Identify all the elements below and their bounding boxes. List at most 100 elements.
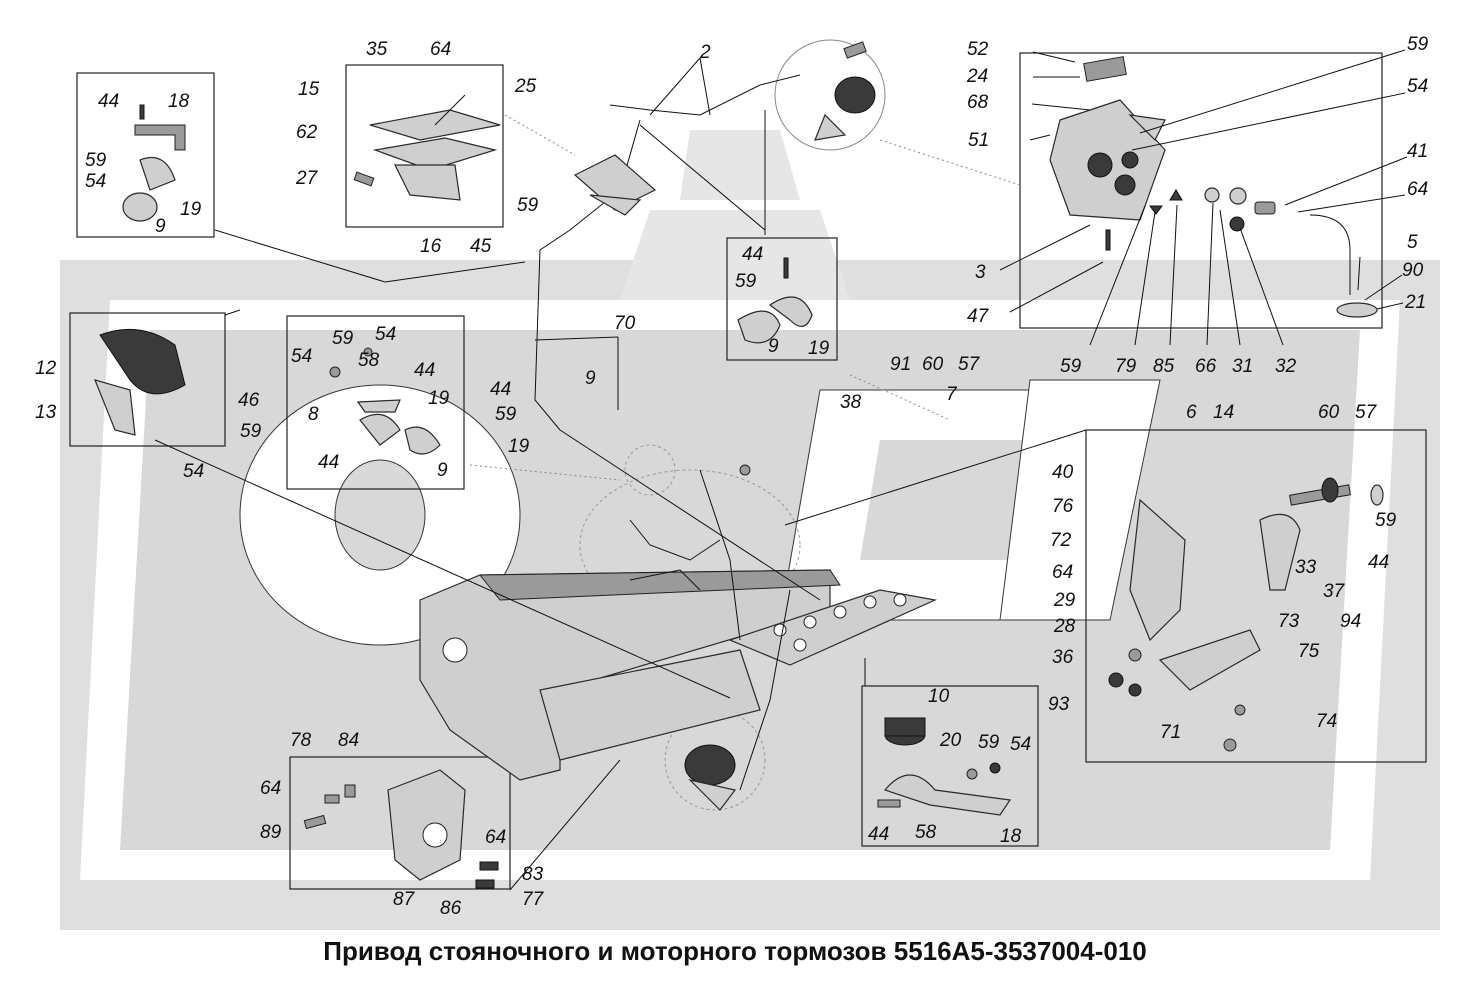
callout-l-m-58: 58 bbox=[358, 350, 380, 371]
mechanism-linkage bbox=[629, 464, 751, 591]
callout-l-60a: 60 bbox=[922, 354, 944, 375]
callout-l-36: 36 bbox=[1052, 647, 1074, 668]
callout-l-64f: 64 bbox=[1052, 562, 1073, 583]
callout-l-m-54b: 54 bbox=[291, 346, 312, 367]
leader-lines bbox=[154, 49, 1408, 891]
callout-l-75: 75 bbox=[1298, 641, 1320, 662]
pedal-platform bbox=[728, 589, 938, 666]
callout-l-93: 93 bbox=[1048, 694, 1070, 715]
callout-l-10: 10 bbox=[928, 686, 950, 707]
callout-l-79: 79 bbox=[1115, 356, 1137, 377]
callout-l-20: 20 bbox=[939, 730, 962, 751]
callout-l-51: 51 bbox=[968, 130, 989, 151]
inset-box-pedal-cover bbox=[69, 312, 226, 447]
callout-l-21: 21 bbox=[1404, 292, 1426, 313]
callout-l-m-9: 9 bbox=[437, 460, 448, 481]
callout-l-54b: 54 bbox=[1407, 76, 1428, 97]
callout-l-89: 89 bbox=[260, 822, 282, 843]
callout-l-73: 73 bbox=[1278, 611, 1300, 632]
callout-l-33: 33 bbox=[1295, 557, 1317, 578]
callout-l-mc-59: 59 bbox=[735, 271, 757, 292]
inset-box-lever bbox=[345, 64, 504, 228]
callout-l-37: 37 bbox=[1323, 581, 1346, 602]
pedal-cover-parts bbox=[93, 328, 186, 436]
callout-l-tl-44: 44 bbox=[98, 91, 119, 112]
callout-l-46: 46 bbox=[238, 390, 260, 411]
lever-assembly bbox=[353, 94, 501, 201]
callout-l-64g: 64 bbox=[260, 778, 281, 799]
callout-l-87: 87 bbox=[393, 889, 416, 910]
callout-l-59d: 59 bbox=[240, 421, 262, 442]
callout-l-m-54a: 54 bbox=[375, 324, 396, 345]
callout-l-59f: 59 bbox=[1375, 510, 1397, 531]
callout-l-mc-9: 9 bbox=[768, 336, 779, 357]
bottom-clamp-parts bbox=[877, 717, 1012, 816]
callout-l-15: 15 bbox=[298, 79, 320, 100]
callout-l-tl-19: 19 bbox=[180, 199, 202, 220]
callout-l-59a: 59 bbox=[517, 195, 539, 216]
callout-l-32: 32 bbox=[1275, 356, 1297, 377]
callout-l-57a: 57 bbox=[958, 354, 981, 375]
callout-l-m-44a: 44 bbox=[414, 360, 435, 381]
callout-l-mc-44: 44 bbox=[742, 244, 763, 265]
callout-l-b-59: 59 bbox=[978, 732, 1000, 753]
callout-l-70: 70 bbox=[614, 313, 636, 334]
callout-l-71: 71 bbox=[1160, 722, 1181, 743]
callout-l-12: 12 bbox=[35, 358, 57, 379]
callout-l-24: 24 bbox=[966, 66, 988, 87]
inset-box-clamp-bottom bbox=[861, 685, 1039, 847]
callout-l-40: 40 bbox=[1052, 462, 1074, 483]
callout-l-83: 83 bbox=[522, 864, 544, 885]
inset-box-top-left bbox=[76, 72, 215, 238]
callout-l-44e: 44 bbox=[490, 379, 511, 400]
callout-l-54d: 54 bbox=[183, 461, 204, 482]
callout-l-29: 29 bbox=[1053, 590, 1076, 611]
inset-box-valve bbox=[1019, 52, 1383, 329]
callout-l-2: 2 bbox=[699, 42, 711, 63]
bracket-left-parts bbox=[329, 347, 441, 455]
callout-l-52: 52 bbox=[967, 39, 989, 60]
inset-box-engine-brake bbox=[1085, 429, 1427, 763]
callout-l-28: 28 bbox=[1053, 616, 1076, 637]
callout-l-60b: 60 bbox=[1318, 402, 1340, 423]
callout-l-14: 14 bbox=[1213, 402, 1234, 423]
callout-l-13: 13 bbox=[35, 402, 57, 423]
callout-l-62: 62 bbox=[296, 122, 318, 143]
callout-l-72: 72 bbox=[1050, 530, 1072, 551]
callout-l-25: 25 bbox=[514, 76, 537, 97]
callout-l-9e: 9 bbox=[585, 368, 596, 389]
inset-box-clamp bbox=[726, 237, 838, 361]
engine-brake-cylinder bbox=[684, 744, 737, 811]
callout-l-tl-9: 9 bbox=[155, 216, 166, 237]
callout-l-59c: 59 bbox=[1060, 356, 1082, 377]
callout-l-74: 74 bbox=[1316, 711, 1337, 732]
callout-l-mc-19: 19 bbox=[808, 338, 830, 359]
callout-l-59e: 59 bbox=[495, 404, 517, 425]
callout-l-27: 27 bbox=[295, 168, 319, 189]
inset-box-bracket-bottom bbox=[289, 756, 511, 890]
callout-l-7: 7 bbox=[946, 384, 958, 405]
callout-l-66: 66 bbox=[1195, 356, 1217, 377]
callout-l-tl-59: 59 bbox=[85, 150, 107, 171]
callout-l-57b: 57 bbox=[1355, 402, 1378, 423]
callout-l-64a: 64 bbox=[430, 39, 451, 60]
callout-l-78: 78 bbox=[290, 730, 312, 751]
callout-l-41: 41 bbox=[1407, 141, 1428, 162]
callout-l-m-44b: 44 bbox=[318, 452, 339, 473]
callout-l-m-19: 19 bbox=[428, 388, 450, 409]
callout-l-84: 84 bbox=[338, 730, 359, 751]
callout-l-19e: 19 bbox=[508, 436, 530, 457]
callout-l-94: 94 bbox=[1340, 611, 1361, 632]
callout-l-b-54: 54 bbox=[1010, 734, 1031, 755]
callout-l-5: 5 bbox=[1407, 232, 1418, 253]
callout-l-b-18: 18 bbox=[1000, 826, 1022, 847]
callout-l-tl-54: 54 bbox=[85, 171, 106, 192]
callout-l-b-44: 44 bbox=[868, 824, 889, 845]
callout-l-8: 8 bbox=[308, 404, 319, 425]
hand-brake-lever-top bbox=[573, 154, 657, 216]
callout-l-31: 31 bbox=[1232, 356, 1253, 377]
callout-l-77: 77 bbox=[522, 889, 545, 910]
callout-l-tl-18: 18 bbox=[168, 91, 190, 112]
callout-l-59b: 59 bbox=[1407, 34, 1429, 55]
